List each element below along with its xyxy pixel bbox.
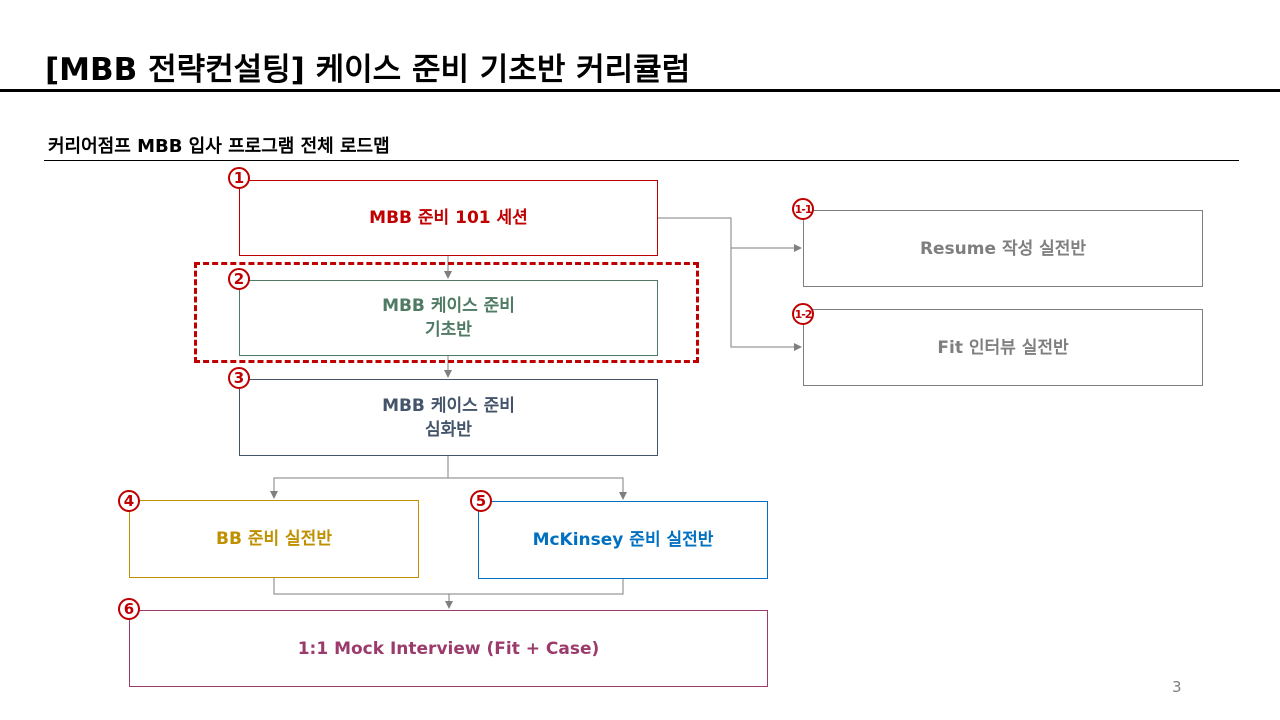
page-title: [MBB 전략컨설팅] 케이스 준비 기초반 커리큘럼 [45, 52, 691, 88]
step-1-number-badge: 1 [228, 167, 250, 189]
step-6-box: 1:1 Mock Interview (Fit + Case) [129, 610, 768, 687]
step-5-box: McKinsey 준비 실전반 [478, 501, 768, 579]
step-6-number-badge: 6 [118, 598, 140, 620]
page-number: 3 [1172, 678, 1182, 696]
step-1-2-number-badge: 1-2 [792, 303, 814, 325]
subtitle-divider [44, 160, 1239, 161]
step-2-label-line2: 기초반 [425, 320, 472, 340]
current-course-highlight [194, 262, 699, 363]
step-5-label: McKinsey 준비 실전반 [532, 530, 714, 550]
step-1-2-box: Fit 인터뷰 실전반 [803, 309, 1203, 386]
step-6-label: 1:1 Mock Interview (Fit + Case) [297, 638, 600, 659]
title-divider [0, 89, 1280, 92]
step-5-number-badge: 5 [470, 490, 492, 512]
step-2-number-badge: 2 [228, 268, 250, 290]
step-1-2-label: Fit 인터뷰 실전반 [937, 337, 1069, 358]
step-4-label: BB 준비 실전반 [216, 529, 332, 549]
step-4-box: BB 준비 실전반 [129, 500, 419, 578]
step-1-label: MBB 준비 101 세션 [369, 208, 528, 228]
step-4-number-badge: 4 [118, 490, 140, 512]
step-3-label-line2: 심화반 [425, 419, 472, 440]
step-3-label-line1: MBB 케이스 준비 [382, 395, 515, 416]
step-2-label-line1: MBB 케이스 준비 [382, 296, 515, 316]
step-1-box: MBB 준비 101 세션 [239, 180, 658, 256]
step-1-1-box: Resume 작성 실전반 [803, 210, 1203, 287]
step-1-1-label: Resume 작성 실전반 [919, 238, 1087, 259]
section-subtitle: 커리어점프 MBB 입사 프로그램 전체 로드맵 [48, 136, 390, 157]
step-3-number-badge: 3 [228, 367, 250, 389]
step-1-1-number-badge: 1-1 [792, 198, 814, 220]
